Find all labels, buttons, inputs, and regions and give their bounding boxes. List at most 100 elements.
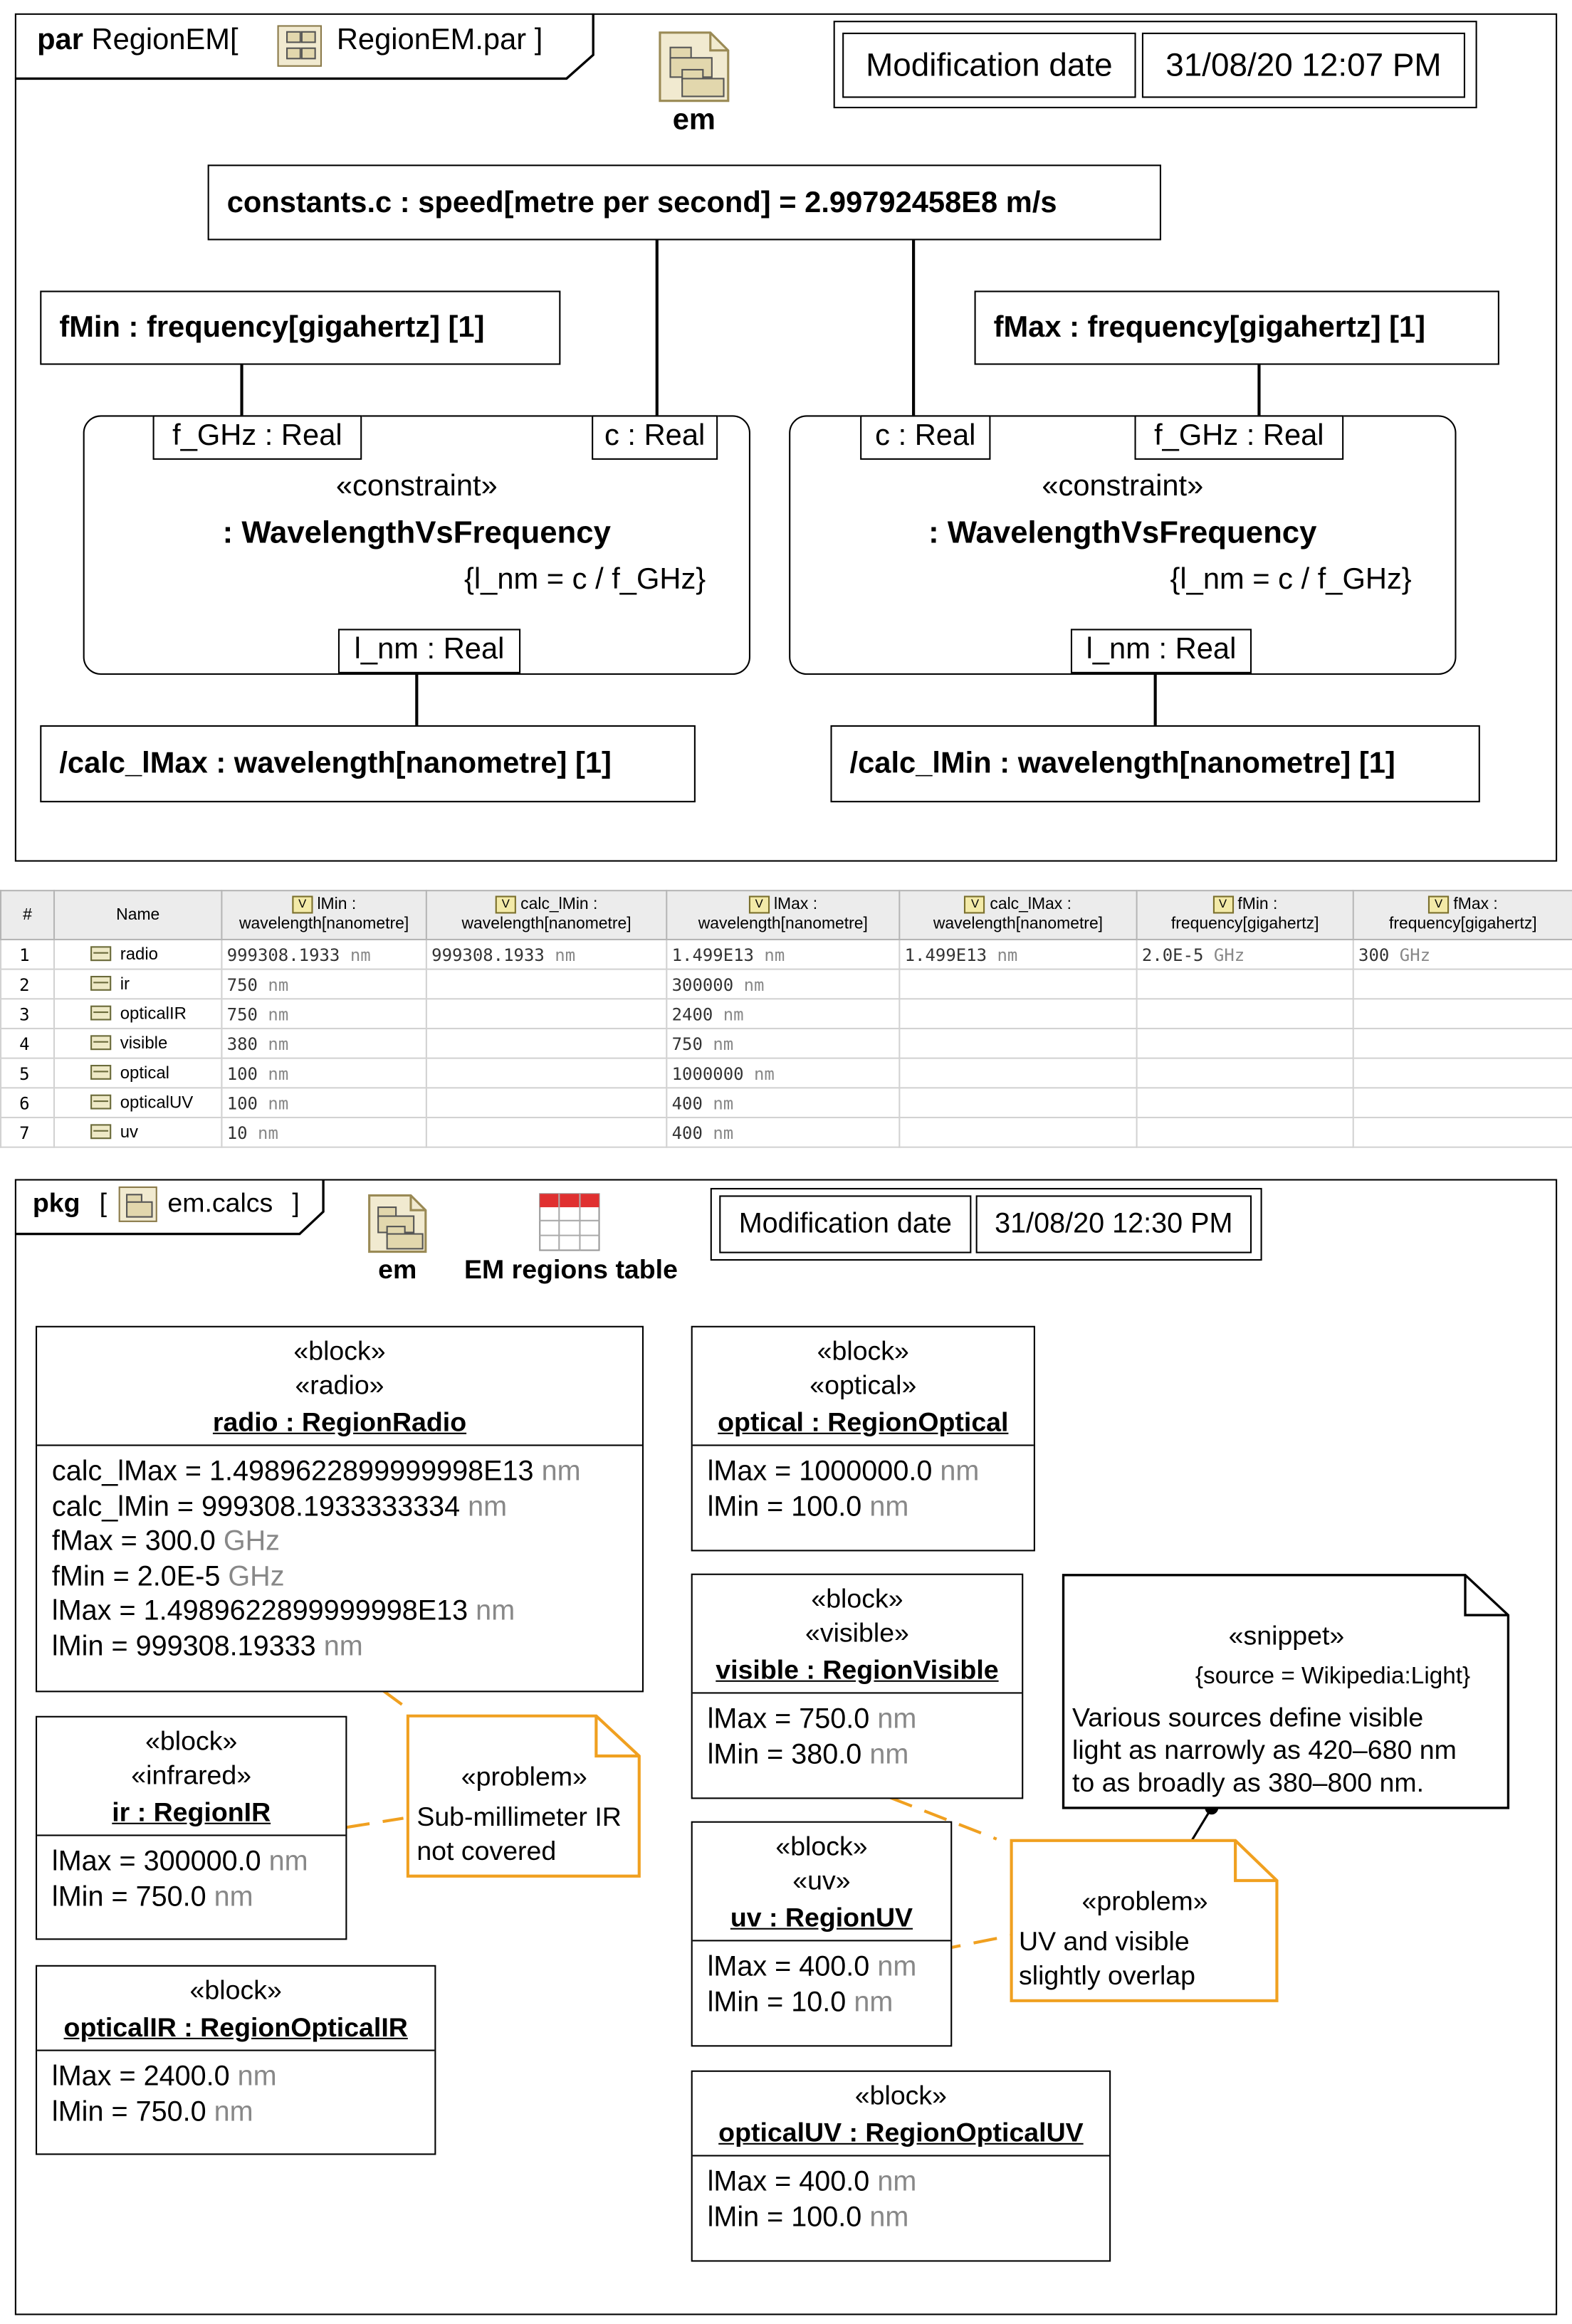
cell-value: 100 — [226, 1062, 258, 1084]
value-cell[interactable] — [1136, 1087, 1354, 1119]
value-cell[interactable] — [1352, 1027, 1572, 1059]
value-cell[interactable]: 1000000 nm — [666, 1057, 901, 1089]
row-name-cell[interactable]: radio — [53, 938, 223, 970]
value-cell[interactable] — [425, 1087, 668, 1119]
cell-value: 750 — [226, 1003, 258, 1024]
value-cell[interactable] — [1352, 998, 1572, 1030]
value-cell[interactable]: 750 nm — [221, 968, 427, 1000]
value-cell[interactable] — [1136, 998, 1354, 1030]
col-header-number[interactable]: # — [0, 890, 56, 941]
block-visible[interactable]: «block» «visible» visible : RegionVisibl… — [691, 1573, 1024, 1799]
value-cell[interactable]: 400 nm — [666, 1087, 901, 1119]
par-modification-value: 31/08/20 12:07 PM — [1141, 32, 1466, 98]
left-port-c[interactable]: c : Real — [592, 415, 718, 460]
right-constraint-block[interactable] — [789, 415, 1457, 675]
value-cell[interactable] — [425, 1057, 668, 1089]
value-cell[interactable]: 1.499E13 nm — [898, 938, 1138, 970]
value-cell[interactable] — [898, 1027, 1138, 1059]
row-name-cell[interactable]: opticalIR — [53, 998, 223, 1030]
pkg-frame — [14, 1179, 1558, 2315]
value-cell[interactable] — [898, 1116, 1138, 1148]
cell-value: 2400 — [671, 1003, 713, 1024]
value-cell[interactable] — [1136, 968, 1354, 1000]
block-opticaluv[interactable]: «block» opticalUV : RegionOpticalUV lMax… — [691, 2070, 1111, 2262]
value-cell[interactable]: 2.0E-5 GHz — [1136, 938, 1354, 970]
block-optical[interactable]: «block» «optical» optical : RegionOptica… — [691, 1325, 1035, 1552]
value-cell[interactable] — [425, 1027, 668, 1059]
value-cell[interactable] — [425, 968, 668, 1000]
value-cell[interactable]: 300000 nm — [666, 968, 901, 1000]
value-cell[interactable] — [425, 1116, 668, 1148]
block-radio[interactable]: «block» «radio» radio : RegionRadio calc… — [35, 1325, 644, 1693]
row-name: uv — [120, 1123, 139, 1142]
value-cell[interactable]: 400 nm — [666, 1116, 901, 1148]
snippet-note[interactable]: «snippet» {source = Wikipedia:Light} Var… — [1062, 1574, 1511, 1811]
value-cell[interactable]: 750 nm — [666, 1027, 901, 1059]
row-name: opticalIR — [120, 1004, 187, 1023]
row-name-cell[interactable]: uv — [53, 1116, 223, 1148]
value-cell[interactable]: 300 GHz — [1352, 938, 1572, 970]
right-port-c[interactable]: c : Real — [860, 415, 991, 460]
row-name-cell[interactable]: opticalUV — [53, 1087, 223, 1119]
em-package-icon-2[interactable] — [367, 1192, 429, 1255]
value-cell[interactable]: 999308.1933 nm — [221, 938, 427, 970]
value-cell[interactable] — [1136, 1116, 1354, 1148]
right-port-l-nm[interactable]: l_nm : Real — [1070, 629, 1252, 673]
property-row: lMin = 380.0 nm — [707, 1739, 909, 1770]
row-name-cell[interactable]: optical — [53, 1057, 223, 1089]
fmax-property[interactable]: fMax : frequency[gigahertz] [1] — [974, 290, 1499, 365]
cell-unit: GHz — [1399, 944, 1431, 965]
cell-value: 300 — [1358, 944, 1390, 965]
value-cell[interactable]: 1.499E13 nm — [666, 938, 901, 970]
block-ir[interactable]: «block» «infrared» ir : RegionIR lMax = … — [35, 1715, 347, 1940]
value-cell[interactable] — [898, 1057, 1138, 1089]
left-constraint-block[interactable] — [83, 415, 750, 675]
value-cell[interactable] — [898, 998, 1138, 1030]
calc-lmin-property[interactable]: /calc_lMin : wavelength[nanometre] [1] — [830, 725, 1480, 803]
value-cell[interactable]: 100 nm — [221, 1057, 427, 1089]
row-name-cell[interactable]: ir — [53, 968, 223, 1000]
table-icon[interactable] — [538, 1192, 600, 1251]
value-cell[interactable]: 10 nm — [221, 1116, 427, 1148]
left-port-l-nm[interactable]: l_nm : Real — [337, 629, 521, 673]
value-cell[interactable] — [1352, 1057, 1572, 1089]
row-name-cell[interactable]: visible — [53, 1027, 223, 1059]
value-cell[interactable] — [1352, 968, 1572, 1000]
block-opticalir[interactable]: «block» opticalIR : RegionOpticalIR lMax… — [35, 1965, 436, 2155]
em-package-icon[interactable] — [657, 30, 731, 104]
value-cell[interactable] — [1136, 1057, 1354, 1089]
value-cell[interactable]: 999308.1933 nm — [425, 938, 668, 970]
problem-note-uv[interactable]: «problem» UV and visible slightly overla… — [1010, 1839, 1280, 2004]
value-cell[interactable] — [898, 968, 1138, 1000]
value-cell[interactable]: 380 nm — [221, 1027, 427, 1059]
value-cell[interactable]: 100 nm — [221, 1087, 427, 1119]
value-cell[interactable] — [898, 1087, 1138, 1119]
col-header-name[interactable]: Name — [53, 890, 223, 941]
value-cell[interactable]: 750 nm — [221, 998, 427, 1030]
right-port-f-ghz[interactable]: f_GHz : Real — [1134, 415, 1344, 460]
block-uv[interactable]: «block» «uv» uv : RegionUV lMax = 400.0 … — [691, 1821, 953, 2047]
value-cell[interactable] — [1352, 1116, 1572, 1148]
fmin-property[interactable]: fMin : frequency[gigahertz] [1] — [40, 290, 561, 365]
left-port-f-ghz[interactable]: f_GHz : Real — [152, 415, 362, 460]
value-cell[interactable] — [1352, 1087, 1572, 1119]
calc-lmax-property[interactable]: /calc_lMax : wavelength[nanometre] [1] — [40, 725, 696, 803]
problem-note-ir[interactable]: «problem» Sub-millimeter IR not covered — [407, 1715, 642, 1879]
value-cell[interactable] — [1136, 1027, 1354, 1059]
value-cell[interactable]: 2400 nm — [666, 998, 901, 1030]
constants-c-property[interactable]: constants.c : speed[metre per second] = … — [207, 164, 1161, 241]
value-cell[interactable] — [425, 998, 668, 1030]
